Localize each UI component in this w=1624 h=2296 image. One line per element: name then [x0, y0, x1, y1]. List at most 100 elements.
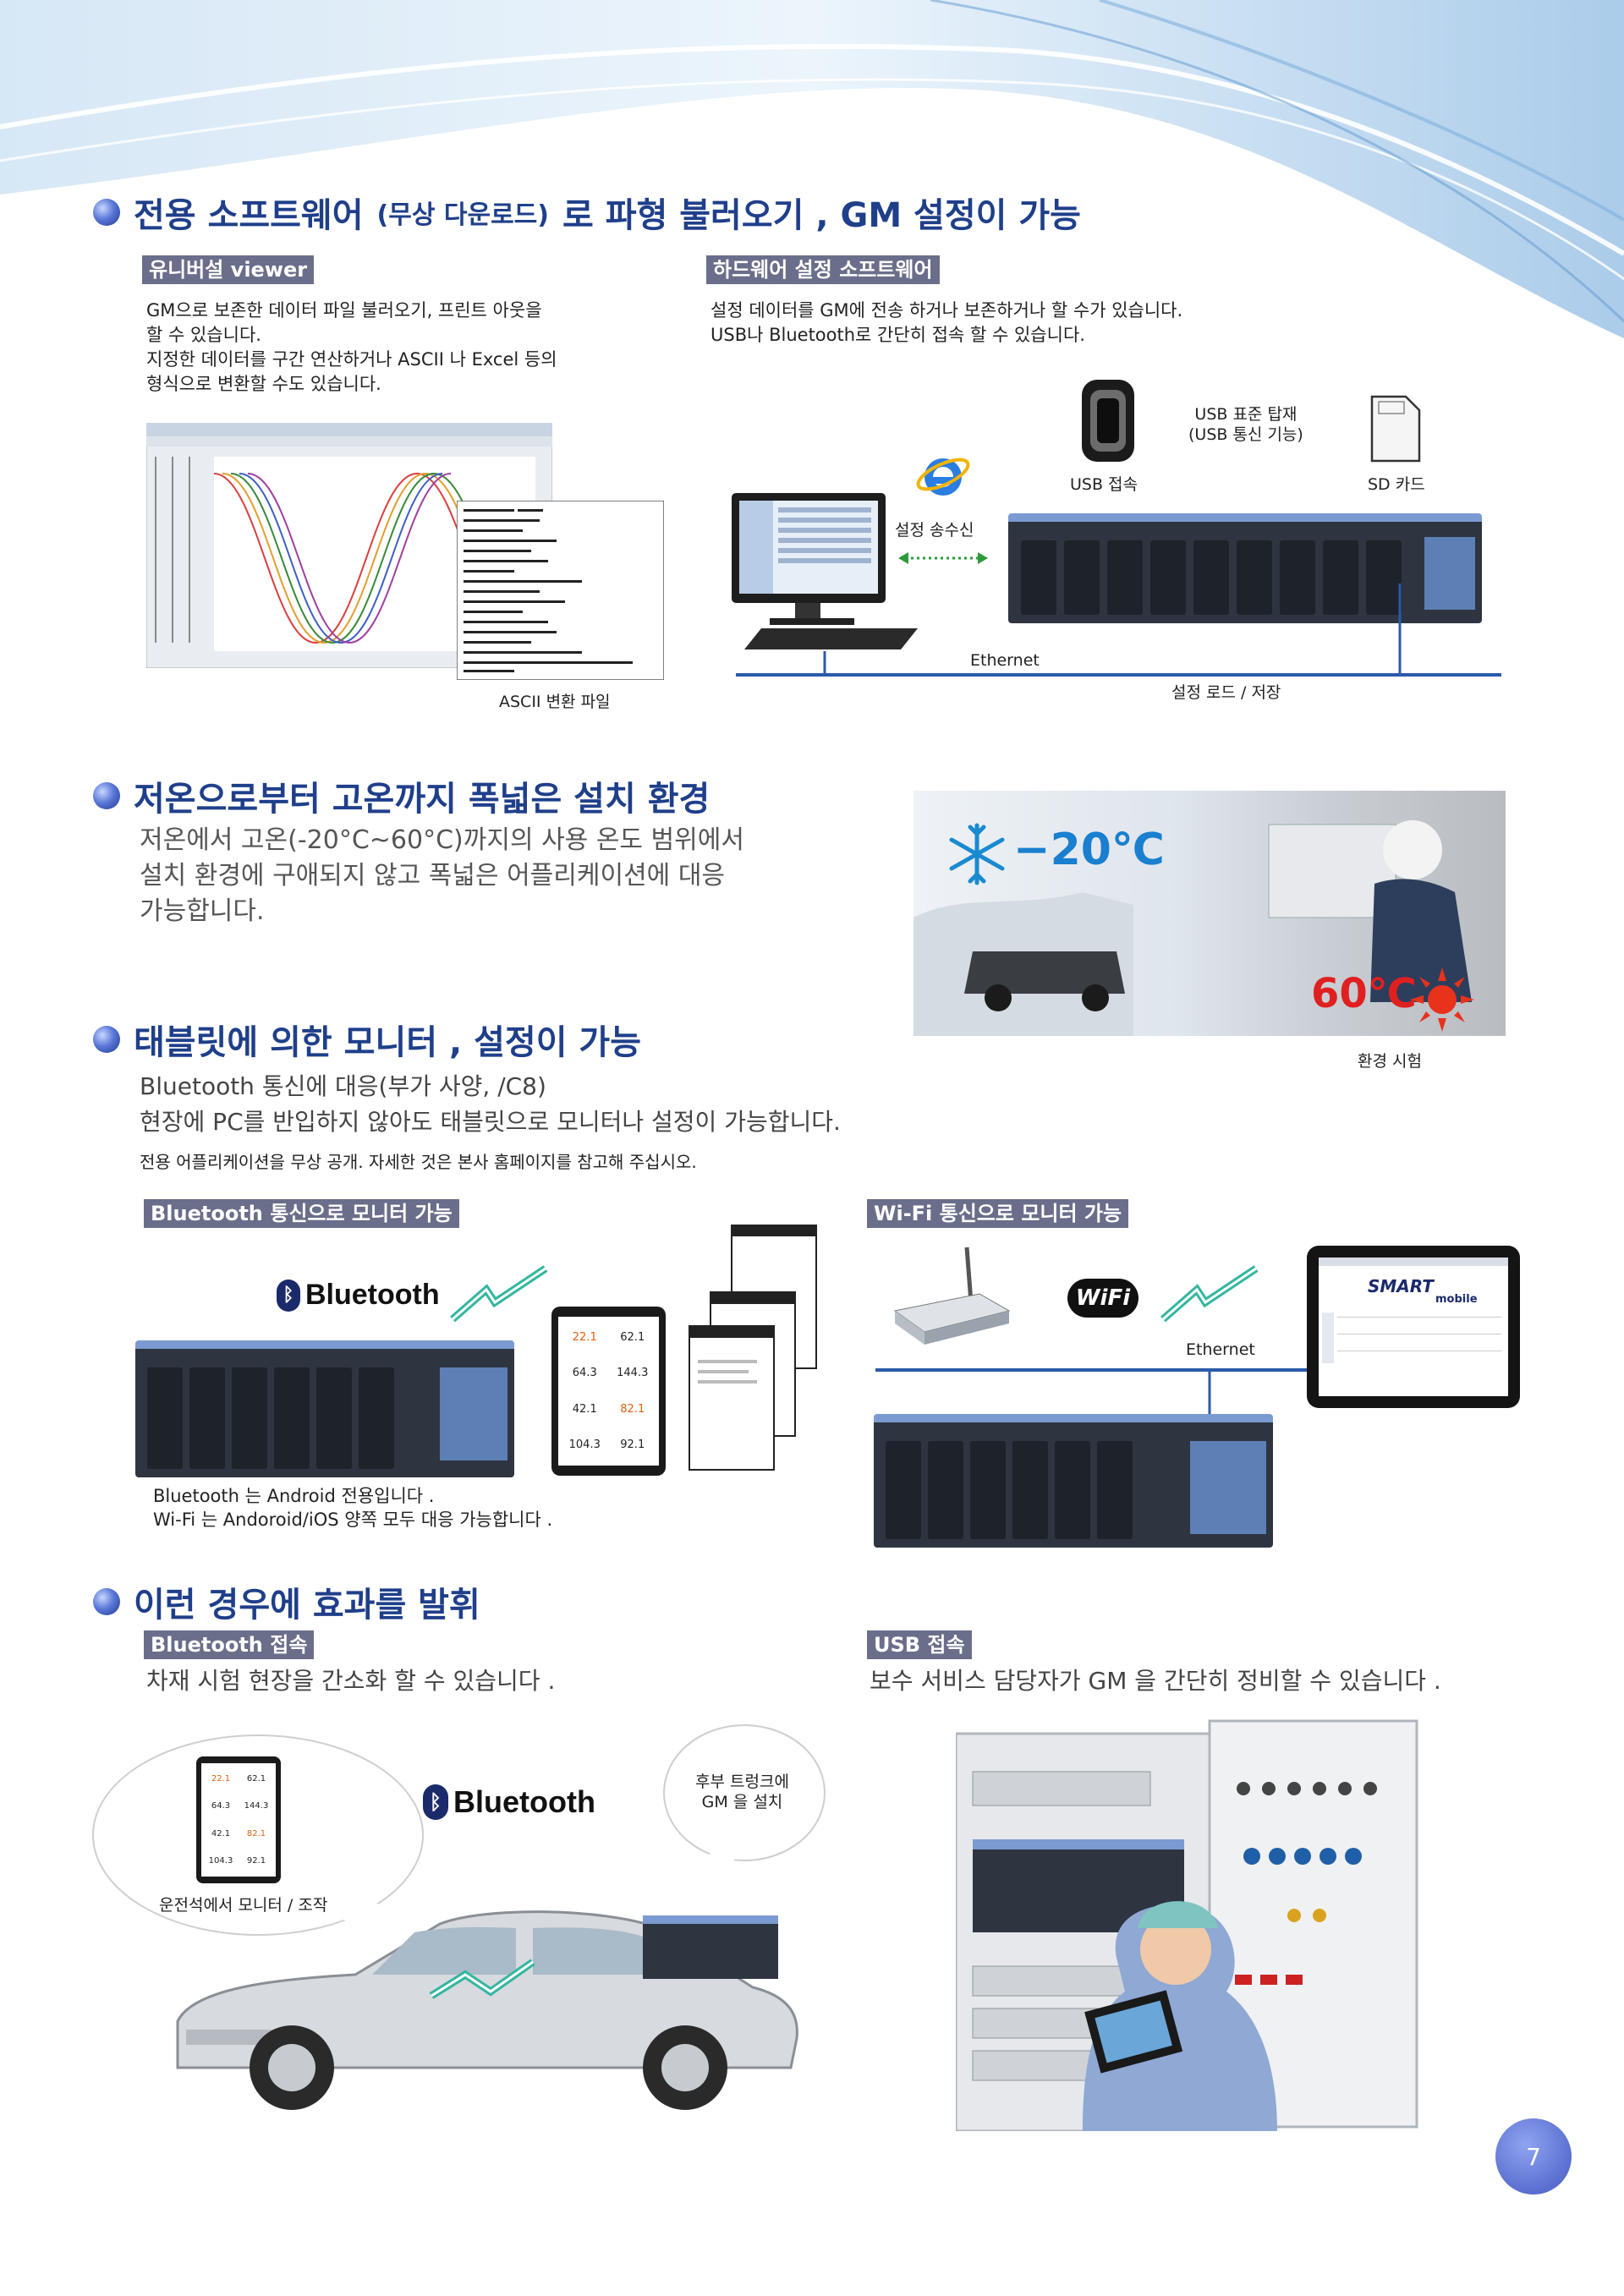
desktop-pc-image — [732, 493, 918, 649]
smart-logo-text: SMART — [1368, 1276, 1434, 1296]
sun-icon — [1410, 967, 1474, 1032]
bluetooth-connect-tag: Bluetooth 접속 — [144, 1630, 315, 1659]
section2-text: 저온에서 고온(-20°C~60°C)까지의 사용 온도 범위에서 설치 환경에… — [140, 823, 833, 929]
load-save-label: 설정 로드 / 저장 — [1171, 683, 1281, 702]
android-tablet-image: 22.1 62.1 64.3 144.3 42.1 82.1 104.3 92.… — [551, 1307, 666, 1476]
section2-title: 저온으로부터 고온까지 폭넓은 설치 환경 — [134, 780, 710, 819]
section1-title-c: 로 파형 불러오기 , GM 설정이 가능 — [562, 196, 1081, 235]
smart-app-sub: mobile — [1435, 1293, 1478, 1306]
bluetooth-logo-text: Bluetooth — [453, 1784, 595, 1819]
section3-line2: 현장에 PC를 반입하지 않아도 태블릿으로 모니터나 설정이 가능합니다. — [140, 1108, 841, 1136]
bullet-icon — [93, 1026, 120, 1053]
ethernet-label-1: Ethernet — [970, 651, 1040, 670]
tablet-value: 22.1 — [572, 1330, 597, 1344]
sd-card-icon — [1370, 395, 1421, 463]
tablet-value: 42.1 — [572, 1402, 597, 1416]
ethernet-line — [736, 584, 1501, 677]
gm-device-image — [1008, 513, 1482, 623]
section4-heading: 이런 경우에 효과를 발휘 — [93, 1577, 480, 1626]
bullet-icon — [93, 782, 120, 809]
ascii-file-label: ASCII 변환 파일 — [499, 693, 611, 711]
section1-title-a: 전용 소프트웨어 — [134, 196, 364, 235]
bluetooth-logo: ᛒ Bluetooth — [277, 1279, 440, 1312]
text-line: 지정한 데이터를 구간 연산하거나 ASCII 나 Excel 등의 — [146, 349, 557, 370]
internet-explorer-icon — [916, 458, 970, 496]
tablet-value: 92.1 — [620, 1438, 645, 1452]
section3-heading: 태블릿에 의한 모니터 , 설정이 가능 — [93, 1015, 641, 1064]
hardware-setting-text: 설정 데이터를 GM에 전송 하거나 보존하거나 할 수가 있습니다. USB나… — [710, 299, 1353, 348]
car-illustration — [176, 1910, 798, 2110]
photo-scene — [914, 820, 1472, 1036]
section3-title: 태블릿에 의한 모니터 , 설정이 가능 — [134, 1023, 642, 1062]
usb-connect-label: USB 접속 — [1070, 475, 1138, 494]
section2-heading: 저온으로부터 고온까지 폭넓은 설치 환경 — [93, 771, 710, 820]
bluetooth-monitor-tag: Bluetooth 통신으로 모니터 가능 — [144, 1199, 459, 1228]
tablet-value: 64.3 — [211, 1801, 231, 1811]
usb-standard-label: USB 표준 탑재 (USB 통신 기능) — [1188, 404, 1303, 445]
environment-test-caption: 환경 시험 — [1358, 1052, 1422, 1071]
gm-device-wifi — [874, 1414, 1273, 1548]
smartphone-app-screens — [689, 1225, 817, 1471]
section1-heading: 전용 소프트웨어 (무상 다운로드) 로 파형 불러오기 , GM 설정이 가능 — [93, 188, 1081, 237]
bluetooth-logo-2: ᛒ Bluetooth — [423, 1784, 595, 1820]
hot-temperature-label: 60℃ — [1311, 970, 1417, 1017]
text-line: GM으로 보존한 데이터 파일 불러오기, 프린트 아웃을 — [146, 300, 542, 321]
tablet-value: 42.1 — [211, 1828, 231, 1838]
tablet-value: 82.1 — [620, 1402, 645, 1416]
universal-viewer-tag: 유니버설 viewer — [142, 255, 315, 284]
ascii-file-image — [457, 501, 664, 680]
bullet-icon — [93, 199, 120, 226]
section3-line1: Bluetooth 통신에 대응(부가 사양, /C8) — [140, 1072, 546, 1100]
bubble-left-label: 운전석에서 모니터 / 조작 — [159, 1896, 328, 1915]
tablet-value: 62.1 — [246, 1773, 266, 1784]
text-line: USB 표준 탑재 — [1194, 405, 1298, 424]
text-line: (USB 통신 기능) — [1188, 425, 1303, 444]
tablet-value: 22.1 — [211, 1773, 231, 1784]
gm-device-bluetooth — [135, 1340, 514, 1477]
smart-app-logo: SMART — [1368, 1276, 1434, 1296]
hardware-setting-tag: 하드웨어 설정 소프트웨어 — [706, 255, 940, 284]
usb-connect-text: 보수 서비스 담당자가 GM 을 간단히 정비할 수 있습니다 . — [870, 1667, 1441, 1695]
header-wave-decoration — [0, 0, 1624, 338]
bluetooth-logo-text: Bluetooth — [305, 1279, 440, 1311]
text-line: 가능합니다. — [140, 896, 265, 926]
wifi-note: Wi-Fi 는 Andoroid/iOS 양쪽 모두 대응 가능합니다 . — [153, 1510, 553, 1530]
bluetooth-icon: ᛒ — [423, 1784, 448, 1820]
bluetooth-note: Bluetooth 는 Android 전용입니다 . — [153, 1486, 435, 1506]
environment-test-photo — [914, 791, 1506, 1036]
text-line: 설치 환경에 구애되지 않고 폭넓은 어플리케이션에 대응 — [140, 861, 726, 890]
wireless-signal-icon — [1160, 1265, 1259, 1323]
text-line: 저온에서 고온(-20°C~60°C)까지의 사용 온도 범위에서 — [140, 825, 744, 855]
tablet-value: 62.1 — [620, 1330, 645, 1344]
tablet-value: 64.3 — [572, 1367, 597, 1380]
wifi-logo-text: WiFi — [1075, 1285, 1131, 1311]
text-line: 설정 데이터를 GM에 전송 하거나 보존하거나 할 수가 있습니다. — [710, 300, 1183, 321]
speech-bubble-right — [663, 1724, 826, 1886]
tablet-value: 144.3 — [244, 1801, 269, 1811]
tablet-value: 92.1 — [246, 1856, 266, 1866]
ethernet-label-2: Ethernet — [1186, 1340, 1255, 1359]
universal-viewer-text: GM으로 보존한 데이터 파일 불러오기, 프린트 아웃을 할 수 있습니다. … — [146, 299, 671, 397]
text-line: GM 을 설치 — [701, 1793, 783, 1811]
ipad-smart-dac-image: SMART mobile — [1307, 1246, 1520, 1408]
bullet-icon — [93, 1588, 120, 1615]
usb-connect-tag: USB 접속 — [867, 1630, 972, 1659]
section3-line3: 전용 어플리케이션을 무상 공개. 자세한 것은 본사 홈페이지를 참고해 주십… — [140, 1152, 697, 1172]
bubble-right-label: 후부 트렁크에 GM 을 설치 — [695, 1772, 789, 1812]
tablet-value: 144.3 — [617, 1367, 649, 1380]
tablet-value: 104.3 — [208, 1856, 233, 1866]
wireless-router-image — [893, 1247, 1011, 1345]
usb-connector-icon — [1082, 380, 1134, 462]
tablet-value: 82.1 — [246, 1828, 266, 1838]
text-line: 형식으로 변환할 수도 있습니다. — [146, 374, 381, 394]
bubble-tablet-image: 22.1 62.1 64.3 144.3 42.1 82.1 104.3 92.… — [196, 1756, 281, 1883]
tablet-value: 104.3 — [568, 1438, 601, 1452]
section4-title: 이런 경우에 효과를 발휘 — [134, 1586, 480, 1625]
sd-card-label: SD 카드 — [1368, 475, 1425, 494]
txrx-arrow-icon — [898, 552, 988, 564]
cold-temperature-label: −20℃ — [1013, 825, 1165, 875]
text-line: 할 수 있습니다. — [146, 325, 261, 345]
section1-title-b: (무상 다운로드) — [376, 200, 549, 230]
bluetooth-connect-text: 차재 시험 현장을 간소화 할 수 있습니다 . — [146, 1667, 556, 1695]
bluetooth-icon: ᛒ — [277, 1279, 300, 1312]
